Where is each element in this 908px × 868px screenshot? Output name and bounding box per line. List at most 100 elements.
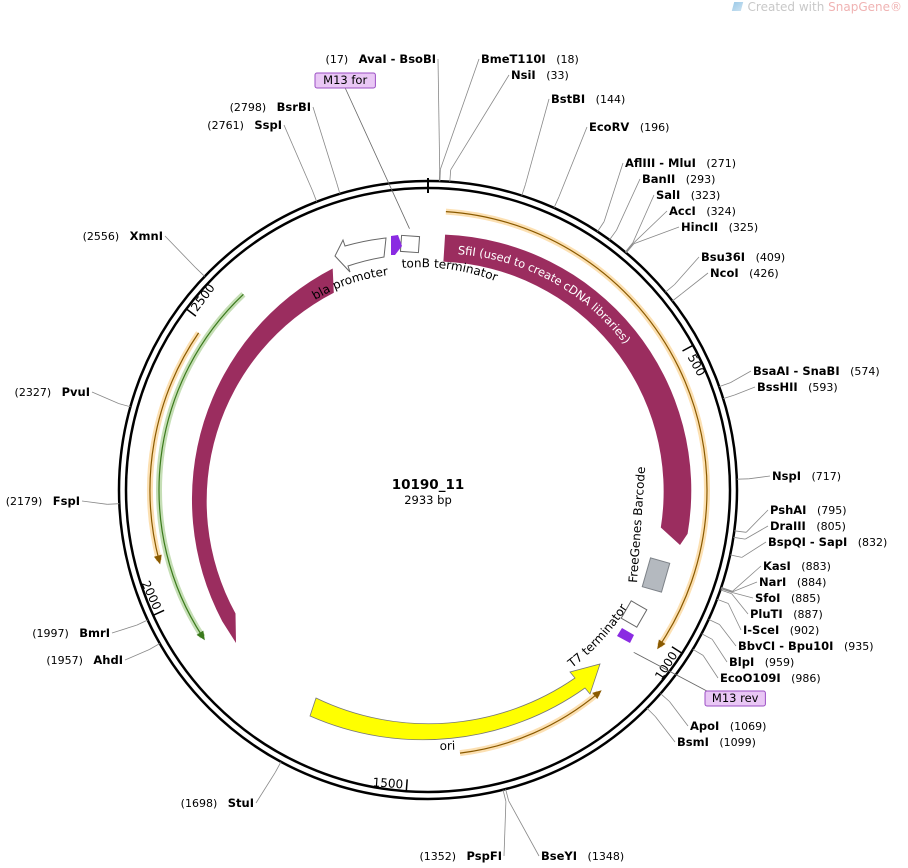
site-label-stui[interactable]: (1698) StuI [181, 796, 254, 810]
leader-line-pvui [91, 391, 120, 404]
site-position-bbvci-bpu10i: (935) [844, 640, 874, 653]
feature-m13-for-site[interactable] [391, 235, 402, 255]
primer-box-m13-for[interactable] [314, 72, 376, 89]
site-label-apoi[interactable]: ApoI (1069) [690, 719, 766, 733]
site-label-kasi[interactable]: KasI (883) [763, 559, 831, 573]
cut-line-bseyi [505, 788, 509, 801]
site-label-pvui[interactable]: (2327) PvuI [15, 385, 90, 399]
feature-ori-arrow[interactable] [309, 663, 601, 741]
site-label-afliii-mlui[interactable]: AflIII - MluI (271) [625, 156, 736, 170]
feature-freegenes-barcode-box[interactable] [641, 557, 671, 593]
site-label-bseyi[interactable]: BseYI (1348) [541, 849, 624, 863]
leader-line-stui [255, 772, 276, 804]
site-position-bstbi: (144) [596, 93, 626, 106]
site-label-nspi[interactable]: NspI (717) [772, 469, 841, 483]
leader-line-afliii-mlui [603, 162, 624, 222]
site-label-acci[interactable]: AccI (324) [669, 204, 736, 218]
leader-line-nari [732, 581, 758, 593]
site-position-banii: (293) [686, 173, 716, 186]
site-position-nari: (884) [797, 576, 827, 589]
orf-bla-arrowhead [196, 630, 205, 641]
primer-box-m13-rev[interactable] [704, 690, 766, 707]
site-label-bsmi[interactable]: BsmI (1099) [677, 735, 756, 749]
site-label-sspi[interactable]: (2761) SspI [207, 118, 282, 132]
site-enzyme-bsaai-snabi: BsaAI - SnaBI [753, 364, 840, 378]
site-label-bsu36i[interactable]: Bsu36I (409) [701, 250, 785, 264]
cut-line-blpi [701, 633, 713, 640]
leader-line-bsrbi [312, 106, 337, 183]
cut-line-stui [274, 761, 282, 773]
feature-m13-rev-site[interactable] [617, 628, 634, 643]
site-label-fspi[interactable]: (2179) FspI [6, 494, 80, 508]
site-label-nsii[interactable]: NsiI (33) [511, 68, 569, 82]
site-enzyme-fspi: FspI [53, 494, 80, 508]
feature-tonb-terminator-box[interactable] [399, 234, 421, 254]
site-enzyme-bsu36i: Bsu36I [701, 250, 745, 264]
feature-bla-promoter-arrow[interactable] [334, 237, 387, 273]
site-position-draiii: (805) [816, 520, 846, 533]
site-label-avai-bsobi[interactable]: (17) AvaI - BsoBI [326, 52, 436, 66]
primer-label-m13-rev: M13 rev [712, 691, 759, 705]
orf-right-line[interactable] [445, 211, 708, 647]
feature-bla-arrow[interactable] [191, 268, 334, 644]
site-label-bspqi-sapi[interactable]: BspQI - SapI (832) [768, 535, 887, 549]
site-enzyme-nspi: NspI [772, 469, 801, 483]
site-enzyme-ahdi: AhdI [93, 653, 123, 667]
plasmid-name: 10190_11 [392, 477, 465, 493]
site-enzyme-acci: AccI [669, 204, 696, 218]
site-label-hincii[interactable]: HincII (325) [681, 220, 758, 234]
leader-line-bmri [111, 624, 137, 634]
site-label-ecorv[interactable]: EcoRV (196) [589, 120, 669, 134]
site-label-sfoi[interactable]: SfoI (885) [755, 591, 821, 605]
site-label-ahdi[interactable]: (1957) AhdI [46, 653, 123, 667]
cut-line-sali [624, 242, 634, 253]
leader-line-ncoi [681, 272, 709, 294]
site-label-ncoi[interactable]: NcoI (426) [710, 266, 779, 280]
site-label-sali[interactable]: SalI (323) [656, 188, 720, 202]
cut-line-banii [609, 229, 617, 241]
site-label-eco0109i[interactable]: EcoO109I (986) [720, 671, 821, 685]
site-enzyme-banii: BanII [642, 172, 675, 186]
orf-right-arrowhead [657, 639, 666, 650]
site-label-blpi[interactable]: BlpI (959) [729, 655, 794, 669]
site-label-bstbi[interactable]: BstBI (144) [551, 92, 625, 106]
site-label-pluti[interactable]: PluTI (887) [750, 607, 823, 621]
site-enzyme-i-scei: I-SceI [743, 623, 779, 637]
site-label-bmri[interactable]: (1997) BmrI [32, 626, 110, 640]
restriction-site-labels: (17) AvaI - BsoBI BmeT110I (18) NsiI (33) B… [6, 52, 888, 863]
feature-sfii-arrow[interactable] [443, 234, 692, 545]
site-label-bsaai-snabi[interactable]: BsaAI - SnaBI (574) [753, 364, 880, 378]
orf-bla-line[interactable] [158, 293, 244, 638]
site-label-pspfi[interactable]: (1352) PspFI [419, 849, 502, 863]
leader-line-pluti [731, 593, 749, 615]
cut-line-kasi [721, 587, 733, 592]
site-position-bmri: (1997) [32, 627, 69, 640]
site-enzyme-draiii: DraIII [770, 519, 806, 533]
site-label-draiii[interactable]: DraIII (805) [770, 519, 846, 533]
leader-line-bsmi [655, 716, 676, 743]
site-label-banii[interactable]: BanII (293) [642, 172, 715, 186]
site-enzyme-bmet110i: BmeT110I [481, 52, 546, 66]
site-label-bmet110i[interactable]: BmeT110I (18) [481, 52, 579, 66]
site-label-bsshii[interactable]: BssHII (593) [757, 380, 838, 394]
site-position-bseyi: (1348) [588, 850, 625, 863]
tick-1000 [671, 646, 683, 654]
feature-t7-terminator-box[interactable] [620, 600, 648, 628]
site-label-nari[interactable]: NarI (884) [759, 575, 826, 589]
site-position-bsmi: (1099) [719, 736, 756, 749]
plasmid-length: 2933 bp [404, 493, 452, 507]
cut-line-pluti [720, 589, 732, 595]
site-label-bsrbi[interactable]: (2798) BsrBI [230, 100, 311, 114]
orf-left-line[interactable] [149, 332, 200, 561]
tick-label-500: 500 [685, 352, 708, 379]
site-label-i-scei[interactable]: I-SceI (902) [743, 623, 819, 637]
leader-line-nsii [450, 74, 510, 171]
orf-lower-line[interactable] [459, 692, 599, 754]
site-label-xmni[interactable]: (2556) XmnI [83, 229, 163, 243]
primer-label-m13-for: M13 for [323, 73, 367, 87]
site-label-pshai[interactable]: PshAI (795) [770, 503, 847, 517]
site-enzyme-stui: StuI [228, 796, 254, 810]
tick-2000 [152, 609, 165, 616]
site-label-bbvci-bpu10i[interactable]: BbvCI - Bpu10I (935) [738, 639, 874, 653]
cut-line-bmri [136, 619, 148, 626]
